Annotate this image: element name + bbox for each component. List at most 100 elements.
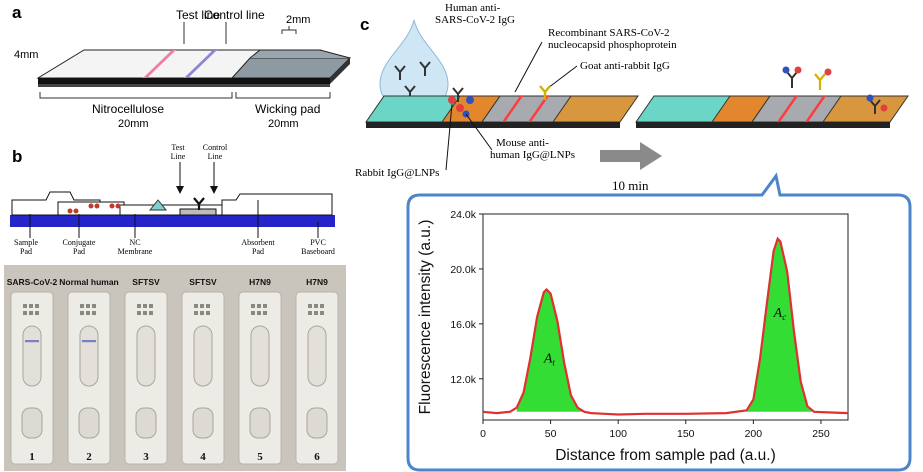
c-strip-front-edge (366, 122, 620, 128)
goat-igg-icon (539, 85, 551, 100)
strip-label: Normal human (59, 277, 119, 287)
c2-control-line (805, 96, 826, 122)
time-label: 10 min (612, 178, 649, 193)
result-window (79, 325, 99, 387)
strip-label: H7N9 (249, 277, 271, 287)
control-band (25, 340, 39, 343)
test-strip: Normal human 2 (59, 277, 119, 465)
strip-photo-background (4, 265, 346, 471)
panel-b: b Test Line Control Line (4, 143, 346, 471)
mouse-igg-label-2: human IgG@LNPs (490, 149, 575, 161)
x-axis-label: Distance from sample pad (a.u.) (555, 447, 776, 464)
goat-igg-label: Goat anti-rabbit IgG (580, 60, 670, 72)
sample-well (249, 407, 271, 439)
y-tick-label: 16.0k (450, 319, 476, 331)
c-control-line-left (528, 96, 549, 122)
sample-pad-label-2: Pad (20, 247, 32, 256)
vent-dots (80, 304, 96, 315)
strip-base (38, 84, 330, 87)
b-control-arrowhead (210, 186, 218, 194)
b-test-line-label-2: Line (171, 152, 186, 161)
b-test-arrowhead (176, 186, 184, 194)
panel-b-letter: b (12, 147, 22, 166)
conjugate-pad-label-1: Conjugate (63, 238, 96, 247)
strip-label: SFTSV (189, 277, 217, 287)
wicking-pad-label: Wicking pad (255, 102, 320, 116)
vent-dots (137, 304, 153, 315)
sample-well (135, 407, 157, 439)
strip-front-edge (38, 78, 330, 84)
fluorescence-line (482, 236, 849, 416)
c-test-line-left (502, 96, 523, 122)
wicking-length-label: 20mm (268, 118, 299, 130)
recombinant-label-1: Recombinant SARS-CoV-2 (548, 27, 670, 39)
nc-membrane-label-2: Membrane (118, 247, 153, 256)
b-control-line-label-2: Line (208, 152, 223, 161)
triangle-marker (148, 199, 168, 211)
result-window (136, 325, 156, 387)
control-band (82, 340, 96, 343)
test-strip: SARS-CoV-2 1 (7, 277, 58, 465)
sample-well (306, 407, 328, 439)
absorbent-pad-shape (221, 193, 333, 216)
strip-label: H7N9 (306, 277, 328, 287)
nitro-bracket (39, 92, 233, 99)
panel-c-letter: c (360, 15, 369, 34)
panel-a: a Test line Control line 2mm 4mm Nitroce… (12, 3, 352, 130)
b-control-line-label-1: Control (203, 143, 228, 152)
pvc-baseboard (10, 215, 335, 227)
test-line-label: Test line (176, 8, 220, 22)
captured-complex-icons (782, 66, 888, 114)
strip-number: 2 (86, 451, 92, 463)
absorbent-pad-label-1: Absorbent (241, 238, 275, 247)
y-tick-label: 24.0k (450, 209, 476, 221)
strip-label: SARS-CoV-2 (7, 277, 58, 287)
droplet-antibody-icons (394, 61, 431, 100)
control-line-mark (184, 50, 217, 78)
bracket-2mm (281, 29, 297, 34)
sample-well (21, 407, 43, 439)
x-tick-label: 100 (609, 428, 627, 440)
vent-dots (308, 304, 324, 315)
test-line-mark (143, 50, 176, 78)
control-peak-area (746, 238, 815, 412)
result-window (193, 325, 213, 387)
y-tick-label: 12.0k (450, 374, 476, 386)
b-pointer-lines (29, 200, 319, 238)
vent-dots (23, 304, 39, 315)
result-window (22, 325, 42, 387)
sample-well (78, 407, 100, 439)
y-axis-label: Fluorescence intensity (a.u.) (417, 220, 434, 415)
conjugate-particle-icons (67, 203, 121, 214)
recombinant-label-2: nucleocapsid phosphoprotein (548, 39, 677, 51)
pvc-baseboard-label-2: Baseboard (301, 247, 335, 256)
sample-well (192, 407, 214, 439)
strip-number: 1 (29, 451, 35, 463)
goat-leader (547, 65, 578, 89)
b-test-line-label-1: Test (171, 143, 185, 152)
x-tick-label: 0 (480, 428, 486, 440)
panel-c: c Human anti- SARS-CoV-2 IgG Recombinant… (355, 2, 912, 472)
result-window (250, 325, 270, 387)
panel-a-letter: a (12, 3, 22, 22)
human-igg-label-1: Human anti- (445, 2, 501, 14)
x-tick-label: 200 (745, 428, 763, 440)
conjugate-pad-label-2: Pad (73, 247, 85, 256)
plot-frame (482, 213, 849, 421)
peak-annotation: At (543, 351, 556, 367)
nitro-length-label: 20mm (118, 118, 149, 130)
time-arrow (600, 142, 662, 170)
antibody-icon (193, 197, 205, 210)
c2-test-line (777, 96, 798, 122)
absorbent-pad-label-2: Pad (252, 247, 264, 256)
rabbit-leader (445, 103, 453, 171)
vent-dots (194, 304, 210, 315)
nitrocellulose-label: Nitrocellulose (92, 102, 164, 116)
c2-strip-front-edge (636, 122, 890, 128)
